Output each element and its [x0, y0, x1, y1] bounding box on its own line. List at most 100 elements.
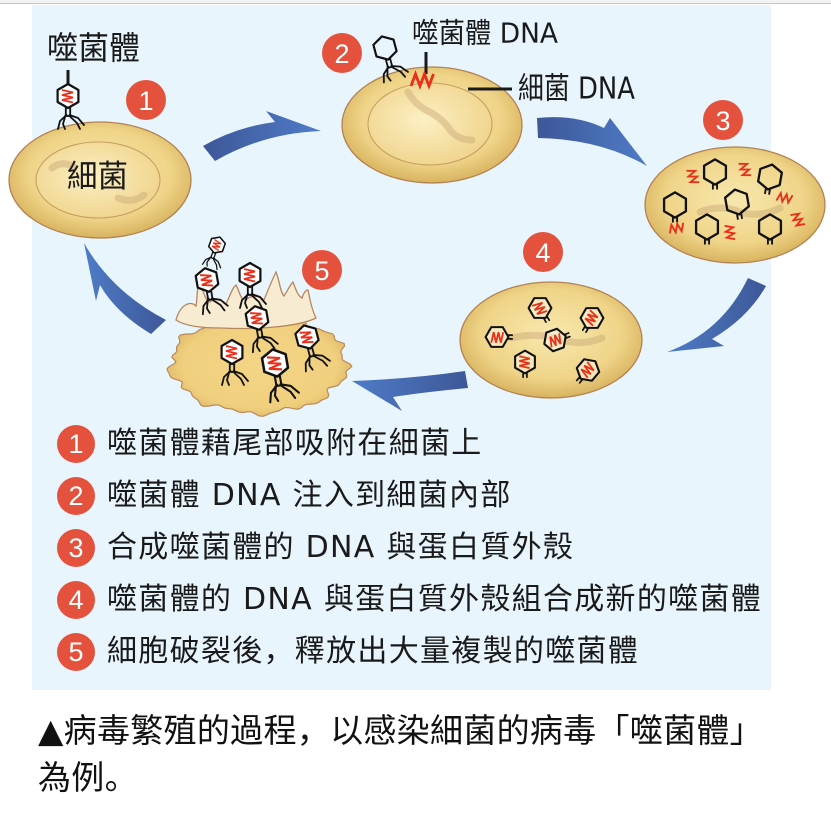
phage-dna	[266, 356, 283, 371]
phage-dna	[299, 331, 314, 344]
replicated-phage-dna	[738, 162, 752, 177]
step-marker-circle	[126, 80, 166, 120]
phage-capsid	[702, 158, 728, 186]
phage-capsid	[756, 163, 784, 191]
phage-tail-fibers	[382, 65, 409, 84]
step-marker-4: 4	[523, 232, 563, 272]
released-phage-icon	[220, 338, 249, 386]
legend-item-3: 3 合成噬菌體的 DNA 與蛋白質外殼	[57, 522, 762, 574]
bacterial-dna-label: 細菌 DNA	[518, 72, 635, 107]
replicated-phage-dna	[790, 212, 806, 227]
released-phage-icon	[238, 261, 267, 309]
new-capsid-icon	[702, 158, 728, 190]
step-description: 噬菌體的 DNA 與蛋白質外殼組合成新的噬菌體	[107, 582, 763, 617]
step-marker-3: 3	[703, 100, 743, 140]
stage-2-injection: 噬菌體 DNA 細菌 DNA	[341, 17, 635, 184]
step-marker-number: 2	[334, 39, 349, 69]
bacterial-dna-blob	[48, 160, 148, 204]
phage-tail-fibers	[201, 256, 222, 271]
step-marker-number: 5	[314, 256, 329, 286]
phage-capsid	[723, 188, 751, 216]
phage-dna	[250, 312, 264, 325]
step-marker-circle	[523, 232, 563, 272]
phage-dna	[200, 274, 214, 287]
legend-item-1: 1 噬菌體藉尾部吸附在細菌上	[57, 418, 762, 470]
step-badge: 2	[57, 477, 95, 515]
released-phage-icon	[194, 267, 229, 316]
top-divider	[0, 0, 831, 4]
released-phage-icon	[260, 348, 300, 404]
step-description: 噬菌體藉尾部吸附在細菌上	[107, 426, 483, 461]
stage-3-synthesis	[644, 146, 826, 264]
step-legend: 1 噬菌體藉尾部吸附在細菌上 2 噬菌體 DNA 注入到細菌內部 3 合成噬菌體…	[57, 418, 762, 678]
bacterial-dna-blob	[404, 88, 476, 144]
step-badge: 4	[57, 581, 95, 619]
step-badge: 5	[57, 633, 95, 671]
assembled-phage-icon	[543, 327, 571, 353]
step-marker-number: 3	[715, 106, 730, 136]
arrow-step2-to-step3	[537, 117, 647, 166]
step-description: 細胞破裂後，釋放出大量複製的噬菌體	[107, 634, 640, 669]
step-marker-1: 1	[126, 80, 166, 120]
assembled-phage-icon	[579, 307, 605, 333]
replicated-phage-dna	[775, 190, 794, 206]
phage-dna	[549, 333, 562, 348]
phage-tail-fibers	[201, 297, 229, 316]
released-phage-icon	[244, 305, 279, 354]
legend-item-4: 4 噬菌體的 DNA 與蛋白質外殼組合成新的噬菌體	[57, 574, 762, 626]
phage-dna	[243, 268, 256, 283]
new-capsid-icon	[756, 163, 784, 195]
phage-dna	[584, 309, 599, 327]
arrow-step5-to-step1	[84, 243, 166, 334]
phage-dna	[211, 239, 222, 252]
assembled-phage-icon	[484, 326, 514, 348]
injected-phage-dna	[409, 69, 435, 91]
phage-dna-label: 噬菌體 DNA	[412, 17, 558, 50]
step-marker-circle	[322, 33, 362, 73]
bacterium-label: 細菌	[67, 159, 128, 195]
phage-tail-fibers	[251, 335, 279, 354]
step-marker-circle	[302, 250, 342, 290]
figure-caption: ▲病毒繁殖的過程，以感染細菌的病毒「噬菌體」為例。	[38, 711, 763, 797]
phage-label: 噬菌體	[47, 29, 140, 67]
assembled-phage-icon	[527, 297, 553, 323]
phage-tail-fibers	[221, 370, 249, 386]
step-marker-number: 4	[535, 238, 550, 268]
phage-dna	[531, 301, 548, 316]
new-capsid-icon	[757, 213, 783, 245]
step-description: 噬菌體 DNA 注入到細菌內部	[107, 478, 512, 513]
released-phage-icon	[294, 324, 331, 373]
phage-dna	[490, 332, 505, 343]
assembled-phage-icon	[514, 349, 536, 379]
phage-head	[372, 35, 398, 61]
phage-tail-fibers	[239, 293, 267, 309]
attached-phage-icon	[56, 82, 85, 130]
phage-dna	[580, 361, 595, 379]
arrow-step4-to-step5	[352, 371, 468, 411]
bacterial-dna-blob	[696, 204, 784, 218]
new-capsid-icon	[662, 191, 688, 223]
bacterium-cytoplasm	[35, 141, 161, 219]
phage-tail-fibers	[57, 114, 85, 130]
legend-item-5: 5 細胞破裂後，釋放出大量複製的噬菌體	[57, 626, 762, 678]
bacterium-cell	[644, 146, 826, 264]
cycle-arrows	[84, 111, 766, 411]
bacterium-cytoplasm	[367, 82, 493, 166]
stage-4-assembly	[459, 281, 643, 399]
phage-dna	[61, 89, 74, 104]
step-description: 合成噬菌體的 DNA 與蛋白質外殼	[107, 530, 575, 565]
assembled-phage-icon	[575, 358, 601, 384]
released-phage-icon	[201, 236, 227, 271]
phage-capsid	[662, 191, 688, 219]
phage-dna	[225, 345, 238, 360]
step-badge: 3	[57, 529, 95, 567]
stage-5-lysis	[166, 236, 353, 417]
new-capsid-icon	[694, 213, 720, 245]
step-marker-number: 1	[138, 86, 153, 116]
step-badge: 1	[57, 425, 95, 463]
new-capsid-icon	[723, 188, 751, 220]
phage-dna	[519, 355, 530, 370]
arrow-step1-to-step2	[203, 111, 321, 161]
phage-tail-fibers	[304, 354, 331, 373]
step-marker-2: 2	[322, 33, 362, 73]
